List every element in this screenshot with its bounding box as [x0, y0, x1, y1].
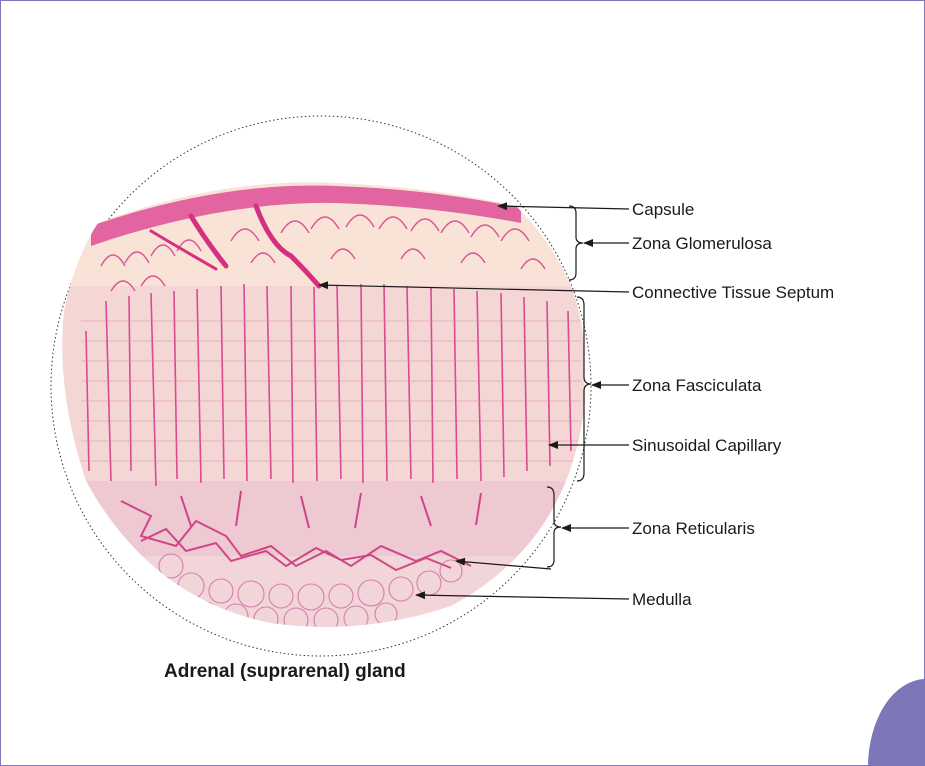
- label-zona-glomerulosa: Zona Glomerulosa: [632, 234, 772, 253]
- label-zona-fasciculata: Zona Fasciculata: [632, 376, 762, 395]
- label-connective-tissue-septum: Connective Tissue Septum: [632, 283, 834, 302]
- tissue-section: [41, 171, 601, 646]
- brace-zona-glomerulosa: [569, 206, 583, 280]
- label-medulla: Medulla: [632, 590, 692, 609]
- figure-caption: Adrenal (suprarenal) gland: [164, 661, 406, 683]
- label-capsule: Capsule: [632, 200, 694, 219]
- label-zona-reticularis: Zona Reticularis: [632, 519, 755, 538]
- label-sinusoidal-capillary: Sinusoidal Capillary: [632, 436, 782, 455]
